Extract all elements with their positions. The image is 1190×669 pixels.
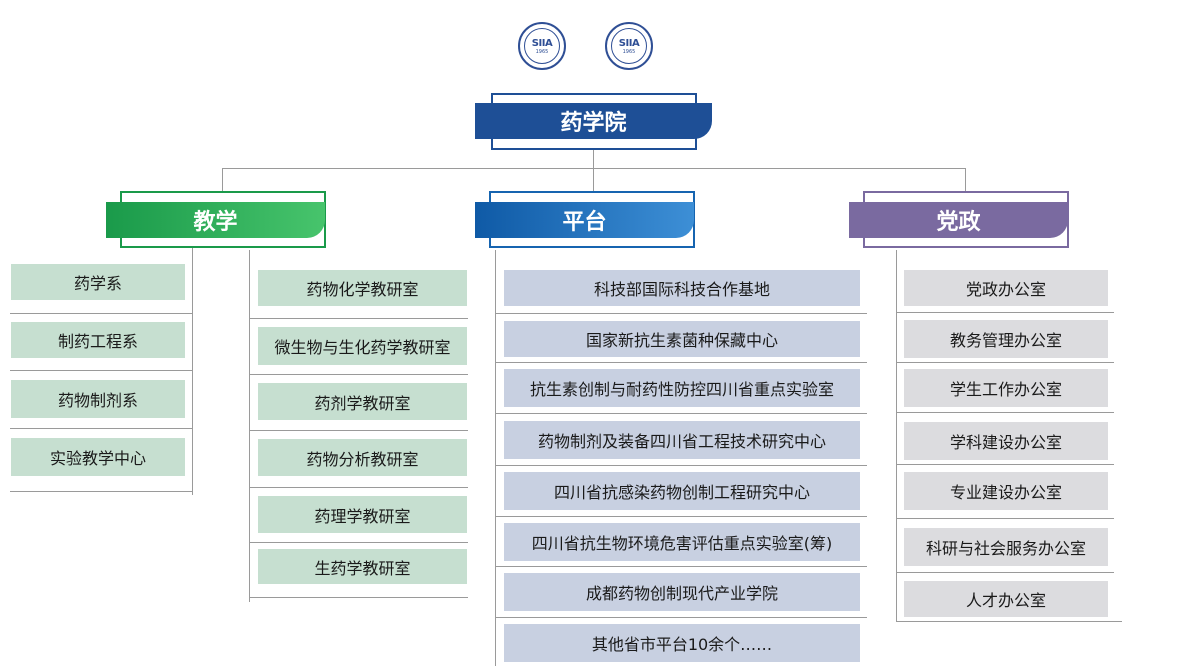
department-box: 实验教学中心 bbox=[11, 438, 185, 476]
divider-line bbox=[496, 566, 867, 567]
divider-line bbox=[250, 374, 468, 375]
logo-year: 1965 bbox=[535, 48, 549, 55]
divider-line bbox=[496, 465, 867, 466]
connector-line bbox=[222, 168, 223, 191]
section-box: 药物分析教研室 bbox=[258, 439, 467, 476]
divider-line bbox=[250, 597, 468, 598]
platform-box: 成都药物创制现代产业学院 bbox=[504, 573, 860, 611]
connector-line bbox=[495, 250, 496, 666]
divider-line bbox=[897, 621, 1122, 622]
divider-line bbox=[897, 518, 1114, 519]
platform-box: 抗生素创制与耐药性防控四川省重点实验室 bbox=[504, 369, 860, 407]
divider-line bbox=[897, 362, 1114, 363]
connector-line bbox=[965, 168, 966, 191]
divider-line bbox=[250, 487, 468, 488]
connector-line bbox=[249, 250, 250, 602]
connector-line bbox=[192, 248, 193, 495]
divider-line bbox=[496, 313, 867, 314]
divider-line bbox=[10, 491, 193, 492]
section-box: 生药学教研室 bbox=[258, 549, 467, 584]
office-box: 人才办公室 bbox=[904, 581, 1108, 617]
platform-box: 四川省抗生物环境危害评估重点实验室(筹) bbox=[504, 523, 860, 561]
section-box: 药理学教研室 bbox=[258, 496, 467, 533]
office-box: 教务管理办公室 bbox=[904, 320, 1108, 358]
divider-line bbox=[496, 516, 867, 517]
platform-box: 其他省市平台10余个…… bbox=[504, 624, 860, 662]
platform-box: 科技部国际科技合作基地 bbox=[504, 270, 860, 306]
divider-line bbox=[250, 318, 468, 319]
party-header: 党政 bbox=[849, 202, 1068, 238]
divider-line bbox=[496, 617, 867, 618]
platform-box: 四川省抗感染药物创制工程研究中心 bbox=[504, 472, 860, 510]
divider-line bbox=[897, 572, 1114, 573]
office-box: 专业建设办公室 bbox=[904, 472, 1108, 510]
divider-line bbox=[10, 370, 193, 371]
office-box: 学生工作办公室 bbox=[904, 369, 1108, 407]
divider-line bbox=[897, 464, 1114, 465]
platform-box: 国家新抗生素菌种保藏中心 bbox=[504, 321, 860, 357]
logo-year: 1965 bbox=[622, 48, 636, 55]
divider-line bbox=[250, 430, 468, 431]
root-node: 药学院 bbox=[475, 103, 712, 139]
divider-line bbox=[10, 313, 193, 314]
section-box: 微生物与生化药学教研室 bbox=[258, 327, 467, 365]
logo-mark: SIIA bbox=[618, 37, 640, 49]
department-box: 药学系 bbox=[11, 264, 185, 300]
connector-line bbox=[593, 150, 594, 168]
office-box: 科研与社会服务办公室 bbox=[904, 528, 1108, 566]
divider-line bbox=[250, 542, 468, 543]
divider-line bbox=[897, 412, 1114, 413]
section-box: 药物化学教研室 bbox=[258, 270, 467, 306]
teaching-header: 教学 bbox=[106, 202, 325, 238]
platform-header: 平台 bbox=[475, 202, 694, 238]
office-box: 学科建设办公室 bbox=[904, 422, 1108, 460]
connector-line bbox=[896, 250, 897, 622]
logo-mark: SIIA bbox=[531, 37, 553, 49]
department-box: 制药工程系 bbox=[11, 322, 185, 358]
divider-line bbox=[496, 413, 867, 414]
platform-box: 药物制剂及装备四川省工程技术研究中心 bbox=[504, 421, 860, 459]
connector-line bbox=[593, 168, 594, 191]
department-box: 药物制剂系 bbox=[11, 380, 185, 418]
office-box: 党政办公室 bbox=[904, 270, 1108, 306]
divider-line bbox=[496, 362, 867, 363]
divider-line bbox=[897, 312, 1114, 313]
section-box: 药剂学教研室 bbox=[258, 383, 467, 420]
divider-line bbox=[10, 428, 193, 429]
